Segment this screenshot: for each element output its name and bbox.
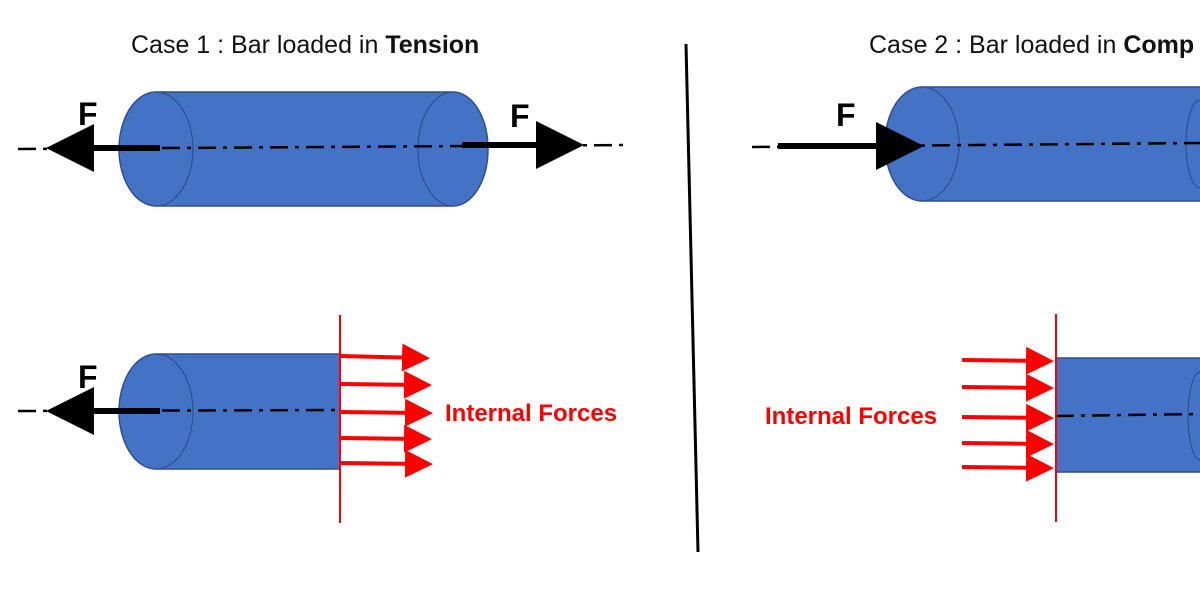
case1-force-label-left: F <box>78 96 98 132</box>
case2-title-loading: Comp <box>1123 31 1195 59</box>
case1-internal-arrow <box>339 398 433 427</box>
case1-internal-arrow <box>339 370 432 399</box>
case2-section-centerline <box>1055 412 1200 418</box>
case2-internal-arrow <box>961 346 1054 375</box>
case2-internal-force-arrows <box>961 346 1054 482</box>
case1-title-loading: Tension <box>385 31 480 59</box>
case1-internal-arrow <box>339 424 432 453</box>
case2-internal-arrow <box>961 373 1054 402</box>
case1-sectioned-bar: F Internal Forces <box>17 315 617 523</box>
case2-internal-arrow <box>961 429 1054 458</box>
case2-internal-forces-label: Internal Forces <box>765 403 937 430</box>
case2-force-label-left: F <box>836 97 856 133</box>
case1-section-body <box>118 353 341 470</box>
case2-title: Case 2 : Bar loaded in Comp <box>869 30 1194 60</box>
case2-internal-arrow <box>961 453 1054 482</box>
case2-full-bar: F <box>751 86 1200 202</box>
case1-internal-arrow <box>339 343 430 372</box>
case1-internal-forces-label: Internal Forces <box>445 400 617 427</box>
case1-section-force-label: F <box>78 359 98 395</box>
case1-title: Case 1 : Bar loaded in Tension <box>131 30 479 60</box>
case2-internal-arrow <box>961 403 1054 432</box>
case-divider <box>684 43 700 553</box>
case1-bar-left-face <box>155 91 194 207</box>
case1-internal-force-arrows <box>339 343 433 478</box>
case1-full-bar: F F <box>17 91 626 207</box>
case2-section-right-face <box>1187 371 1200 461</box>
case1-title-prefix: Case 1 : Bar loaded in <box>131 31 386 59</box>
case1-section-left-face <box>155 353 194 470</box>
case2-title-prefix: Case 2 : Bar loaded in <box>869 31 1124 59</box>
case1-internal-arrow <box>339 449 433 478</box>
case1-force-label-right: F <box>510 98 530 134</box>
case2-sectioned-bar: Internal Forces <box>765 314 1200 522</box>
case1-bar-right-face <box>417 91 454 207</box>
